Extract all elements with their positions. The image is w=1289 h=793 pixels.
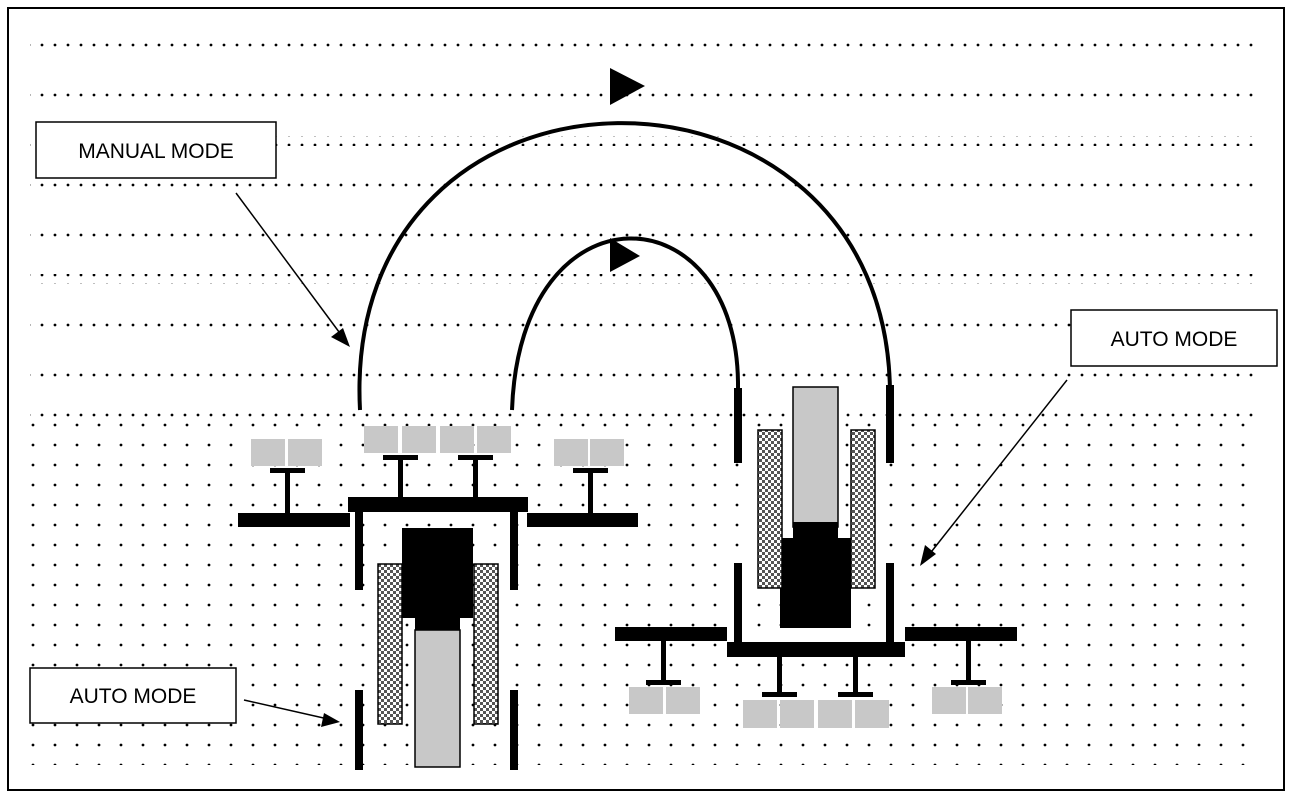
nozzle-pads (251, 439, 285, 466)
cab-block (402, 528, 473, 618)
crawler-track (757, 429, 783, 589)
inner-turn-arc (510, 236, 741, 411)
outer-arrowhead (610, 68, 645, 105)
manual-mode-label: MANUAL MODE (78, 140, 234, 163)
outer-turn-arc (357, 121, 892, 411)
callout-arrowhead (331, 328, 350, 347)
auto-mode-label-right: AUTO MODE (1111, 328, 1238, 351)
tank-body (792, 386, 839, 528)
left-machine (238, 426, 638, 770)
tank-body (414, 629, 461, 768)
callout-arrowhead (321, 713, 340, 727)
auto-mode-callout-left: AUTO MODE (29, 667, 340, 727)
inner-arrowhead (610, 238, 640, 272)
manual-mode-callout: MANUAL MODE (35, 121, 350, 347)
right-machine (615, 385, 1017, 728)
frame-leg (355, 512, 363, 590)
frame-border (7, 7, 1285, 791)
crawler-track (377, 563, 403, 725)
auto-mode-callout-right: AUTO MODE (920, 309, 1278, 566)
nozzle-pads (629, 687, 663, 714)
cab-block (780, 538, 851, 628)
frame-leg (734, 388, 742, 463)
auto-mode-label-left: AUTO MODE (70, 685, 197, 708)
boom-bar (238, 513, 350, 527)
boom-bar (615, 627, 727, 641)
callout-arrowhead (920, 545, 936, 566)
dotted-row-field (30, 40, 1255, 418)
